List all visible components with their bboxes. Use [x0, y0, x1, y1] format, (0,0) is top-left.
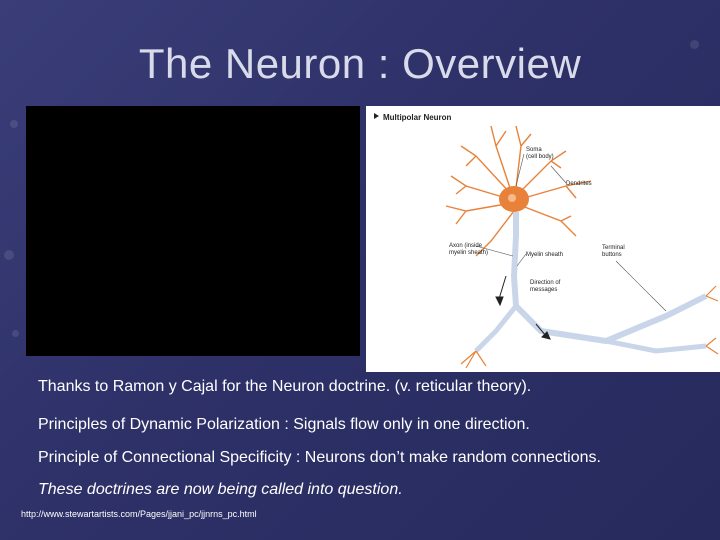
label-direction: Direction of: [530, 280, 561, 286]
dendrites: [445, 125, 592, 257]
label-direction-sub: messages: [530, 287, 557, 293]
bullet-line-3: Principle of Connectional Specificity : …: [38, 449, 601, 466]
axon-branch: [474, 304, 518, 353]
label-myelin: Myelin sheath: [526, 252, 563, 258]
bullet-line-2: Principles of Dynamic Polarization : Sig…: [38, 416, 530, 433]
label-terminal: Terminal: [602, 245, 625, 251]
neuron-illustration: Multipolar Neuron: [374, 113, 719, 369]
source-link[interactable]: http://www.stewartartists.com/Pages/jjan…: [21, 509, 257, 519]
nucleus: [508, 194, 516, 202]
terminal-buttons: [460, 285, 719, 369]
leader-lines: [475, 153, 667, 312]
label-axon-sub: myelin sheath): [449, 250, 488, 256]
label-axon: Axon (inside: [449, 243, 483, 249]
decor-dot: [12, 330, 19, 337]
axon: [510, 212, 708, 345]
decor-dot: [690, 40, 699, 49]
diagram-header: Multipolar Neuron: [383, 113, 452, 122]
bullet-line-1: Thanks to Ramon y Cajal for the Neuron d…: [38, 378, 532, 395]
label-dendrites: Dendrites: [566, 181, 592, 187]
label-terminal-sub: buttons: [602, 252, 622, 258]
axon-branch: [605, 338, 707, 354]
decor-dot: [10, 120, 18, 128]
neuron-diagram: Multipolar Neuron: [366, 106, 720, 372]
slide-title: The Neuron : Overview: [138, 40, 582, 87]
play-triangle-icon: [374, 113, 379, 119]
direction-arrows: [495, 275, 551, 340]
label-soma-sub: (cell body): [526, 154, 554, 160]
bullet-line-4: These doctrines are now being called int…: [38, 481, 403, 498]
decor-dot: [4, 250, 14, 260]
video-placeholder[interactable]: [26, 106, 360, 356]
label-soma: Soma: [526, 147, 542, 153]
